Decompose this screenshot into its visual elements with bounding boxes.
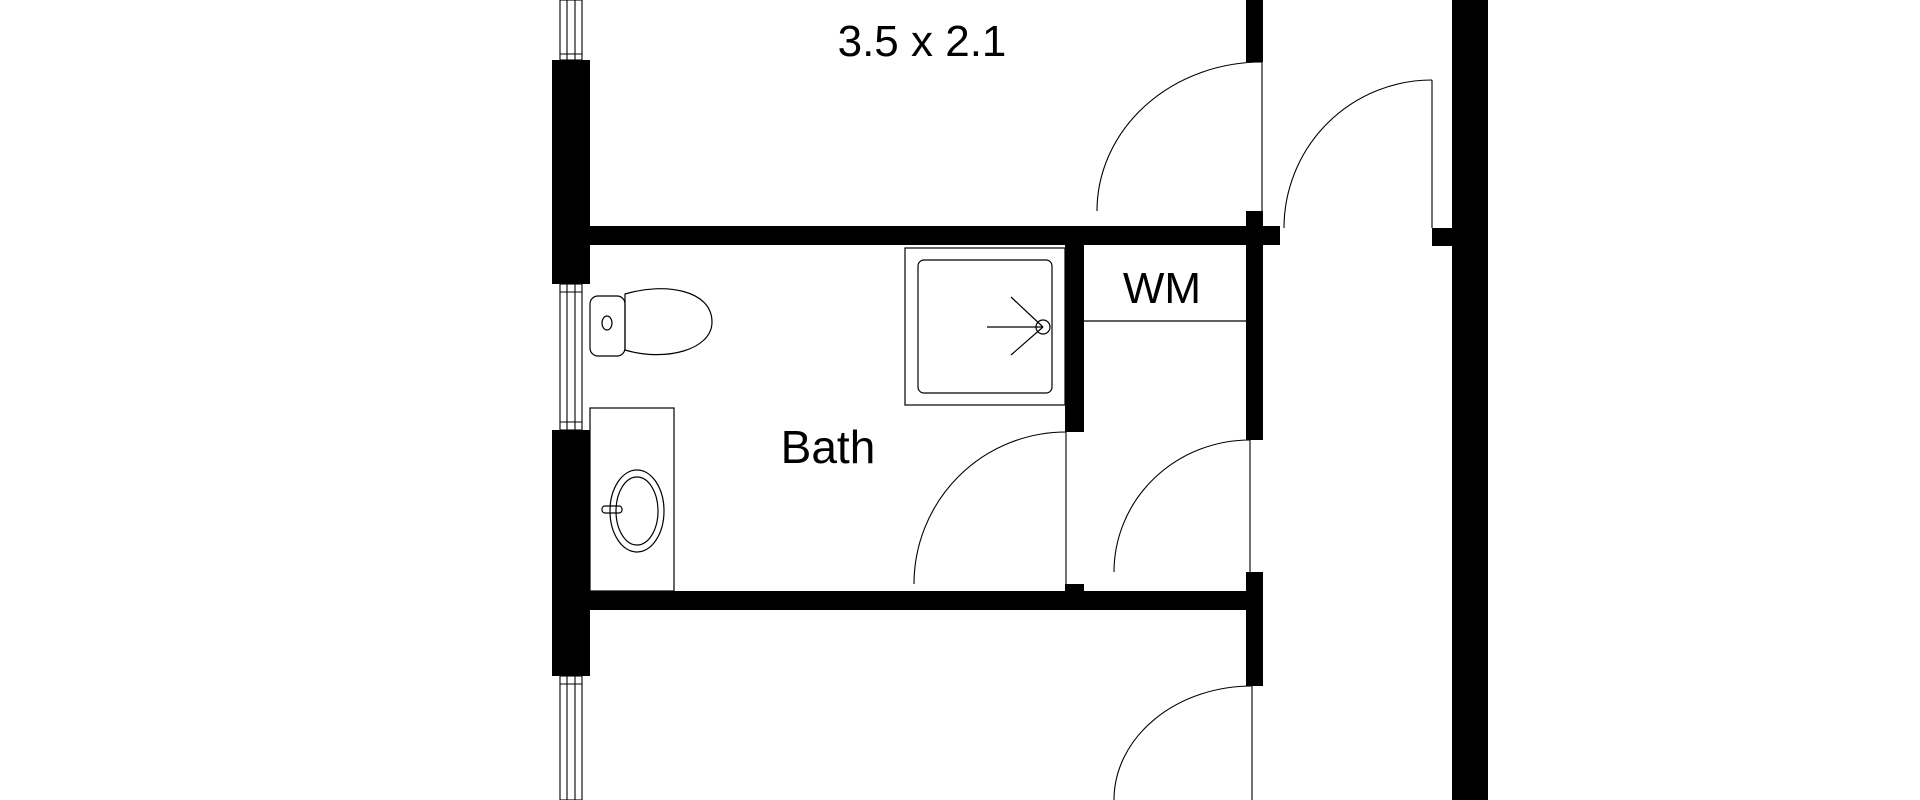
wall-closet-right bbox=[1246, 211, 1263, 440]
top-room-dimensions-label: 3.5 x 2.1 bbox=[838, 17, 1007, 66]
corridor-wall-stub bbox=[1432, 228, 1454, 246]
toilet bbox=[589, 288, 713, 357]
door-top-room[interactable] bbox=[1096, 61, 1263, 212]
door-bathroom[interactable] bbox=[913, 431, 1067, 585]
door-corridor-upper[interactable] bbox=[1283, 79, 1433, 229]
left-exterior-wall bbox=[552, 60, 590, 676]
window-top bbox=[559, 0, 583, 61]
door-wm-closet[interactable] bbox=[1113, 439, 1251, 573]
wall-bottom-room-right bbox=[1246, 572, 1263, 686]
shower-tray bbox=[904, 247, 1066, 406]
wall-bath-bottom bbox=[590, 591, 1262, 610]
window-bottom bbox=[559, 675, 583, 800]
left-wall-segment-upper bbox=[552, 60, 590, 284]
wall-partition-stub bbox=[1065, 584, 1084, 594]
bathroom-label: Bath bbox=[781, 421, 876, 473]
door-bottom-room[interactable] bbox=[1113, 685, 1253, 800]
washing-machine-label: WM bbox=[1123, 264, 1201, 313]
window-bathroom bbox=[559, 283, 583, 431]
washbasin bbox=[589, 407, 675, 592]
wall-top-room-right bbox=[1246, 0, 1263, 62]
left-wall-segment-middle bbox=[552, 430, 590, 676]
wall-bath-top bbox=[590, 226, 1280, 245]
wall-shower-partition bbox=[1065, 245, 1084, 432]
corridor-right-wall bbox=[1452, 0, 1488, 800]
